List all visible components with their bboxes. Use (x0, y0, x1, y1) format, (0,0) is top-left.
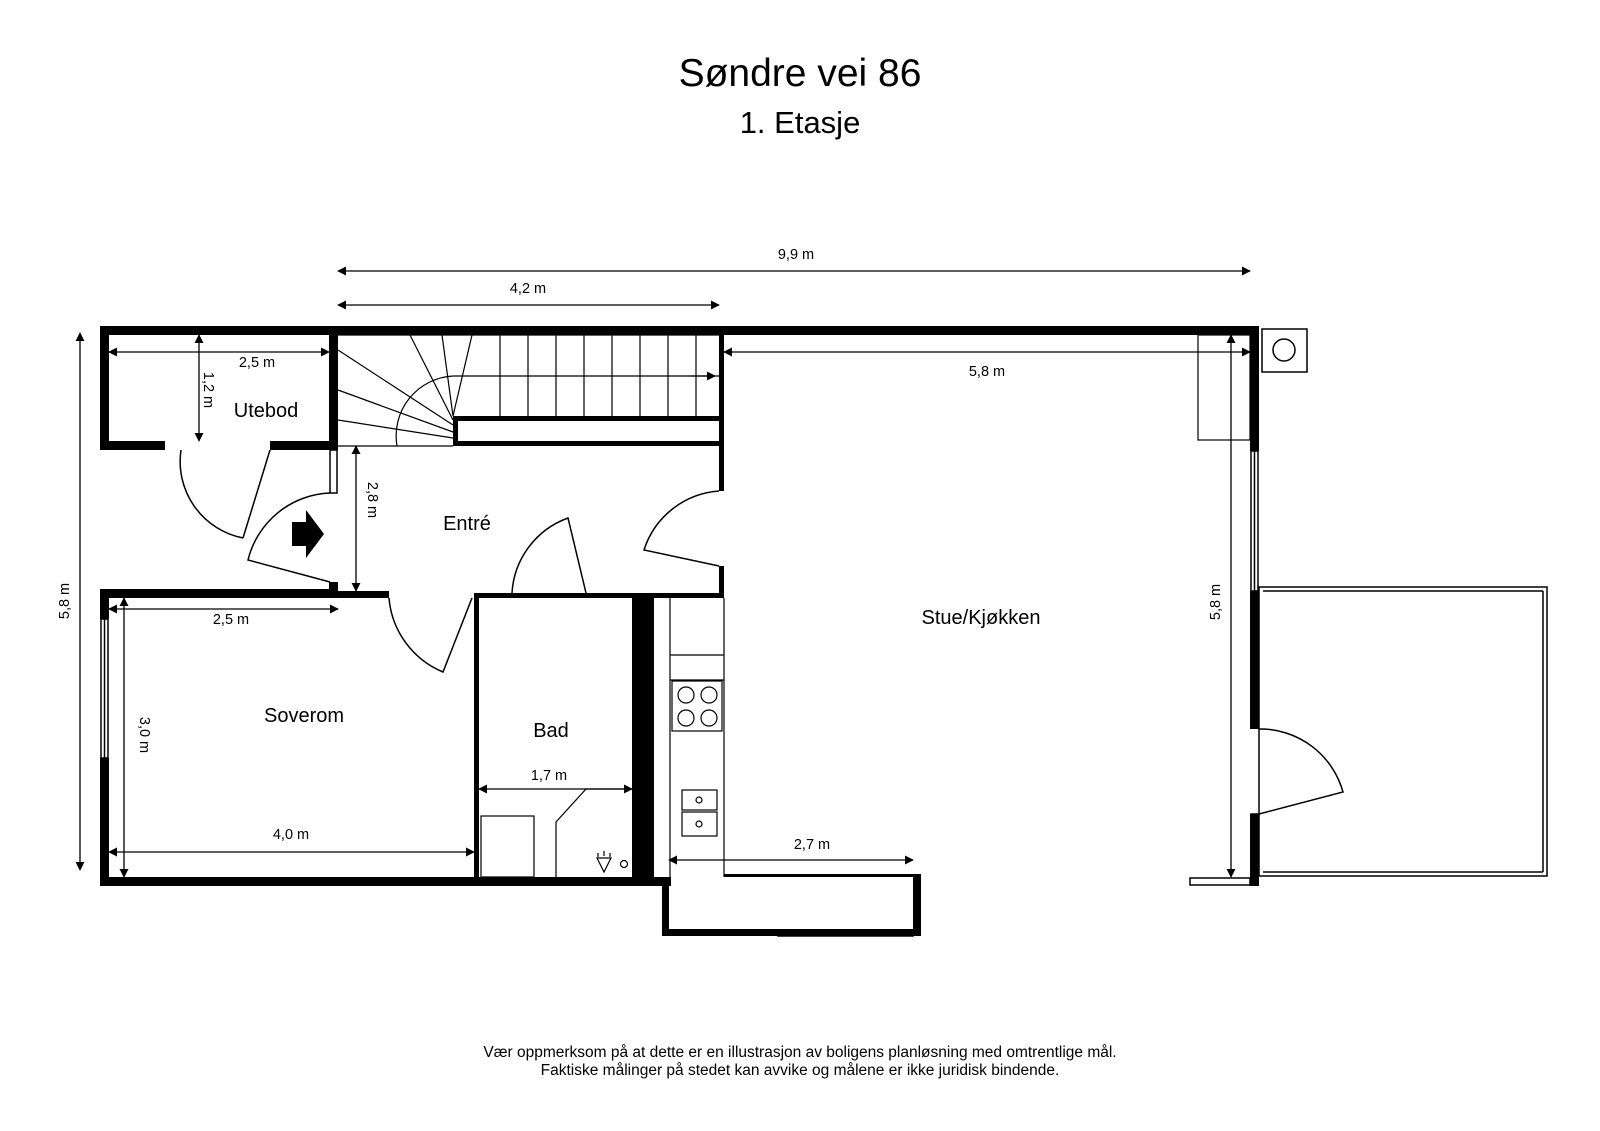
dim-label-soverom-width: 4,0 m (273, 827, 309, 843)
room-label-bad: Bad (533, 720, 569, 742)
disclaimer-line-1: Vær oppmerksom på at dette er en illustr… (483, 1044, 1117, 1061)
dim-label-stue-width: 5,8 m (969, 364, 1005, 380)
dim-label-utebod-width: 2,5 m (239, 355, 275, 371)
floor-subtitle: 1. Etasje (739, 105, 861, 140)
windows (100, 449, 1259, 937)
dim-label-soverom-depth: 3,0 m (136, 717, 152, 753)
staircase (337, 334, 719, 447)
dim-label-entre-depth: 2,8 m (364, 482, 380, 518)
room-label-soverom: Soverom (264, 705, 344, 727)
dim-label-soverom-width-top: 2,5 m (213, 612, 249, 628)
room-label-stue-kjokken: Stue/Kjøkken (922, 607, 1041, 629)
entrance-arrow-icon (292, 510, 324, 558)
bathroom-fixtures (480, 788, 632, 878)
address-title: Søndre vei 86 (678, 52, 922, 95)
dim-label-kitchen-width: 2,7 m (794, 837, 830, 853)
walls (100, 326, 1259, 936)
kitchen-fixtures (669, 334, 1251, 877)
dim-label-total-width: 9,9 m (778, 247, 814, 263)
chimney-icon (1261, 328, 1308, 373)
disclaimer-line-2: Faktiske målinger på stedet kan avvike o… (540, 1062, 1060, 1079)
terrace (1258, 586, 1548, 877)
dim-label-bad-width: 1,7 m (531, 768, 567, 784)
dim-label-stue-depth: 5,8 m (1208, 584, 1224, 620)
dim-label-utebod-depth: 1,2 m (200, 372, 216, 408)
room-label-entre: Entré (443, 513, 491, 535)
dimension-lines (75, 266, 1251, 878)
room-label-utebod: Utebod (234, 400, 299, 422)
dim-label-stair-width: 4,2 m (510, 281, 546, 297)
doors (179, 449, 1344, 815)
dim-label-total-depth: 5,8 m (57, 583, 73, 619)
